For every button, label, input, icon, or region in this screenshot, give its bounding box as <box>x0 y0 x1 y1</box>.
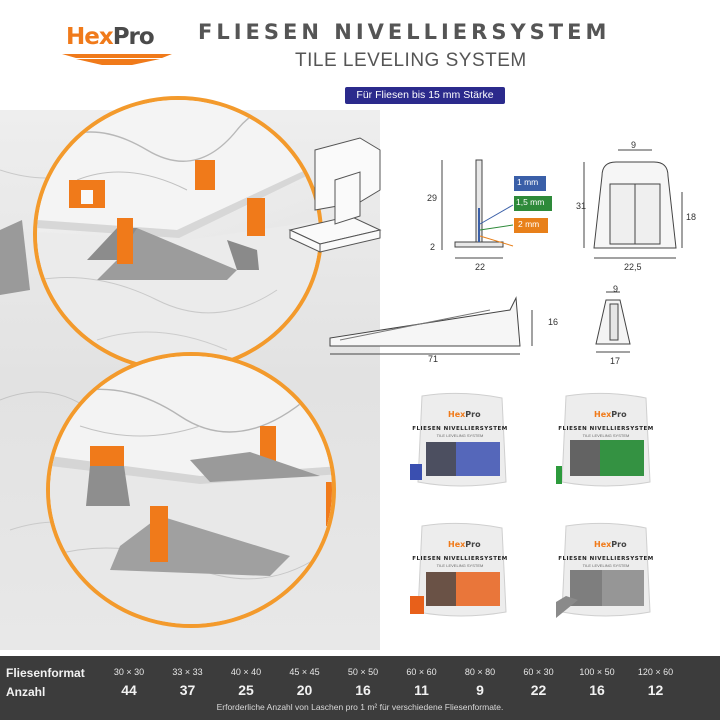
table-format-cell: 45 × 45 <box>289 667 320 677</box>
clip-height-label: 29 <box>427 193 438 203</box>
cap-top-width-label: 9 <box>631 140 637 150</box>
count-row-label: Anzahl <box>6 685 46 699</box>
cap-height-label: 31 <box>576 201 587 211</box>
table-count-cell: 16 <box>589 682 605 698</box>
table-format-cell: 33 × 33 <box>172 667 203 677</box>
bag-label: FLIESEN NIVELLIERSYSTEM <box>558 556 654 562</box>
photo-circle-bottom <box>46 352 336 628</box>
table-count-cell: 22 <box>530 682 547 698</box>
wedge-end-bottom-label: 17 <box>610 356 621 366</box>
table-footnote: Erforderliche Anzahl von Laschen pro 1 m… <box>216 702 504 712</box>
product-bag-blue: HexPro FLIESEN NIVELLIERSYSTEM TILE LEVE… <box>398 392 510 492</box>
bag-label: FLIESEN NIVELLIERSYSTEM <box>412 426 508 432</box>
wedge-side-drawing <box>329 296 533 355</box>
thickness-1mm-label: 1 mm <box>517 177 539 187</box>
bag-sublabel: TILE LEVELING SYSTEM <box>582 433 630 438</box>
product-bag-grey: HexPro FLIESEN NIVELLIERSYSTEM TILE LEVE… <box>536 522 656 622</box>
bag-logo-hex: Hex <box>594 540 612 549</box>
clip-base-label: 2 <box>430 242 436 252</box>
product-bag-green: HexPro FLIESEN NIVELLIERSYSTEM TILE LEVE… <box>534 392 656 492</box>
label-1mm-bg <box>514 176 546 191</box>
thickness-15mm-label: 1,5 mm <box>516 197 545 207</box>
bag-logo-pro: Pro <box>611 540 627 549</box>
bag-logo: HexPro <box>448 410 481 419</box>
bag-sublabel: TILE LEVELING SYSTEM <box>582 563 630 568</box>
table-count-cell: 11 <box>414 682 429 698</box>
tile-format-table: Fliesenformat Anzahl 30 × 30 44 33 × 33 37 4… <box>0 656 720 720</box>
table-format-cell: 120 × 60 <box>637 667 674 677</box>
clip-width-label: 22 <box>475 262 486 272</box>
logo-swoosh-icon <box>62 54 172 65</box>
bag-orange-shape <box>398 522 507 617</box>
table-count-cell: 37 <box>179 682 196 698</box>
hexpro-logo: HexPro <box>62 24 172 70</box>
cap-front-drawing <box>583 149 683 259</box>
label-15mm-bg <box>514 196 552 211</box>
table-format-cell: 50 × 50 <box>347 667 379 677</box>
bag-logo: HexPro <box>594 410 627 419</box>
logo-text: HexPro <box>66 24 155 50</box>
clip-side-drawing <box>441 159 514 259</box>
wedge-length-label: 71 <box>428 354 439 364</box>
bag-sublabel: TILE LEVELING SYSTEM <box>436 563 484 568</box>
wedge-end-top-label: 9 <box>613 284 619 294</box>
clip-isometric-drawing <box>288 137 382 253</box>
table-count-cell: 20 <box>296 682 313 698</box>
technical-drawings <box>288 137 683 355</box>
table-format-cell: 40 × 40 <box>230 667 262 677</box>
tile-installation-photo-2 <box>50 356 332 624</box>
bag-logo-pro: Pro <box>611 410 627 419</box>
table-format-cell: 30 × 30 <box>113 667 145 677</box>
title-german: FLIESEN NIVELLIERSYSTEM <box>198 20 611 44</box>
table-count-cell: 16 <box>355 682 371 698</box>
table-format-cell: 60 × 30 <box>523 667 554 677</box>
table-format-cell: 100 × 50 <box>579 667 615 677</box>
format-row-label: Fliesenformat <box>6 666 85 680</box>
thickness-2mm-label: 2 mm <box>518 219 540 229</box>
table-format-cell: 60 × 60 <box>406 667 437 677</box>
bag-sublabel: TILE LEVELING SYSTEM <box>436 433 484 438</box>
table-count-cell: 12 <box>647 682 664 698</box>
cap-inner-height-label: 18 <box>686 212 697 222</box>
table-count-cell: 25 <box>238 682 254 698</box>
cap-bottom-width-label: 22,5 <box>624 262 642 272</box>
table-count-cell: 9 <box>476 682 484 698</box>
label-2mm-bg <box>514 218 548 233</box>
bag-logo: HexPro <box>448 540 481 549</box>
bag-logo-pro: Pro <box>465 410 481 419</box>
bag-label: FLIESEN NIVELLIERSYSTEM <box>412 556 508 562</box>
table-count-cell: 44 <box>121 682 137 698</box>
wedge-end-drawing <box>595 291 631 353</box>
bag-label: FLIESEN NIVELLIERSYSTEM <box>558 426 654 432</box>
wedge-height-label: 16 <box>548 317 559 327</box>
product-bag-orange: HexPro FLIESEN NIVELLIERSYSTEM TILE LEVE… <box>398 522 510 622</box>
bag-logo-hex: Hex <box>594 410 612 419</box>
logo-pro-text: Pro <box>112 24 155 50</box>
table-format-cell: 80 × 80 <box>464 667 496 677</box>
bag-logo-hex: Hex <box>448 410 466 419</box>
logo-hex-text: Hex <box>66 24 114 50</box>
bag-blue-shape <box>398 392 507 487</box>
thickness-badge: Für Fliesen bis 15 mm Stärke <box>345 87 505 104</box>
title-english: TILE LEVELING SYSTEM <box>295 50 527 71</box>
tile-installation-photo <box>37 100 319 368</box>
bag-grey-shape <box>536 522 651 618</box>
bag-logo: HexPro <box>594 540 627 549</box>
bag-logo-pro: Pro <box>465 540 481 549</box>
bag-green-shape <box>534 392 651 487</box>
bag-logo-hex: Hex <box>448 540 466 549</box>
